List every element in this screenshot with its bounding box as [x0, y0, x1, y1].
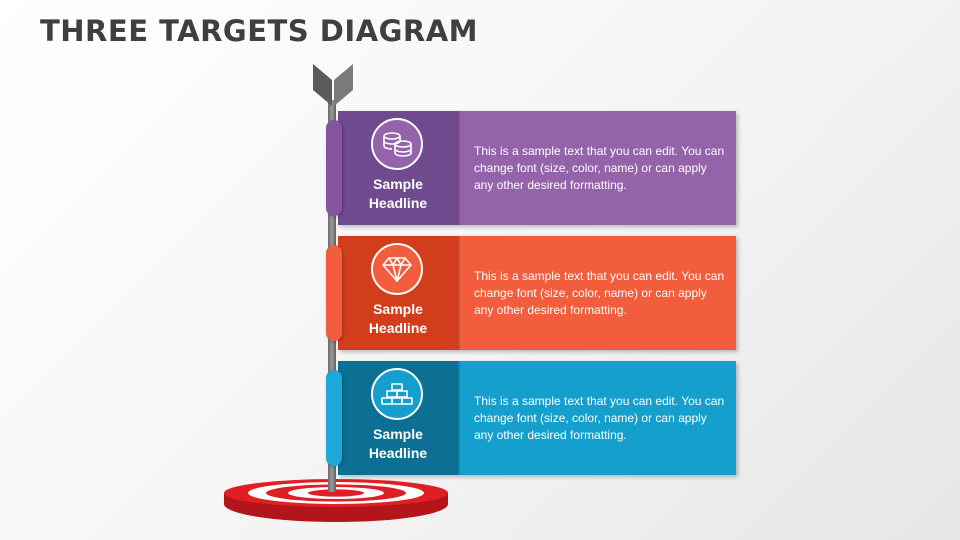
- slide-title: THREE TARGETS DIAGRAM: [40, 14, 479, 48]
- card-2-headline-line1: Sample: [373, 301, 423, 317]
- card-2-headline-line2: Headline: [368, 320, 428, 336]
- card-3-headline-panel: Sample Headline: [338, 361, 458, 475]
- target-card-3: Sample Headline This is a sample text th…: [338, 361, 738, 475]
- card-2-body-text: This is a sample text that you can edit.…: [474, 269, 725, 317]
- arrow-fletching-icon: [313, 64, 353, 106]
- card-3-headline-line1: Sample: [373, 426, 423, 442]
- gold-bars-icon: [371, 368, 423, 420]
- card-3-headline-line2: Headline: [368, 445, 428, 461]
- card-1-headline-line2: Headline: [368, 195, 428, 211]
- card-3-text-panel: This is a sample text that you can edit.…: [458, 361, 736, 475]
- card-1-headline: Sample Headline: [338, 175, 458, 213]
- target-card-2: Sample Headline This is a sample text th…: [338, 236, 738, 350]
- target-card-1: Sample Headline This is a sample text th…: [338, 111, 738, 225]
- card-1-tab: [326, 120, 342, 216]
- card-2-headline-panel: Sample Headline: [338, 236, 458, 350]
- card-2-text-panel: This is a sample text that you can edit.…: [458, 236, 736, 350]
- card-1-text-panel: This is a sample text that you can edit.…: [458, 111, 736, 225]
- card-3-headline: Sample Headline: [338, 425, 458, 463]
- target-board-icon: [224, 479, 448, 522]
- coins-icon: [371, 118, 423, 170]
- card-2-headline: Sample Headline: [338, 300, 458, 338]
- card-3-tab: [326, 370, 342, 466]
- card-1-headline-line1: Sample: [373, 176, 423, 192]
- card-3-body-text: This is a sample text that you can edit.…: [474, 394, 725, 442]
- card-1-body-text: This is a sample text that you can edit.…: [474, 144, 725, 192]
- diamond-icon: [371, 243, 423, 295]
- card-1-headline-panel: Sample Headline: [338, 111, 458, 225]
- card-2-tab: [326, 245, 342, 341]
